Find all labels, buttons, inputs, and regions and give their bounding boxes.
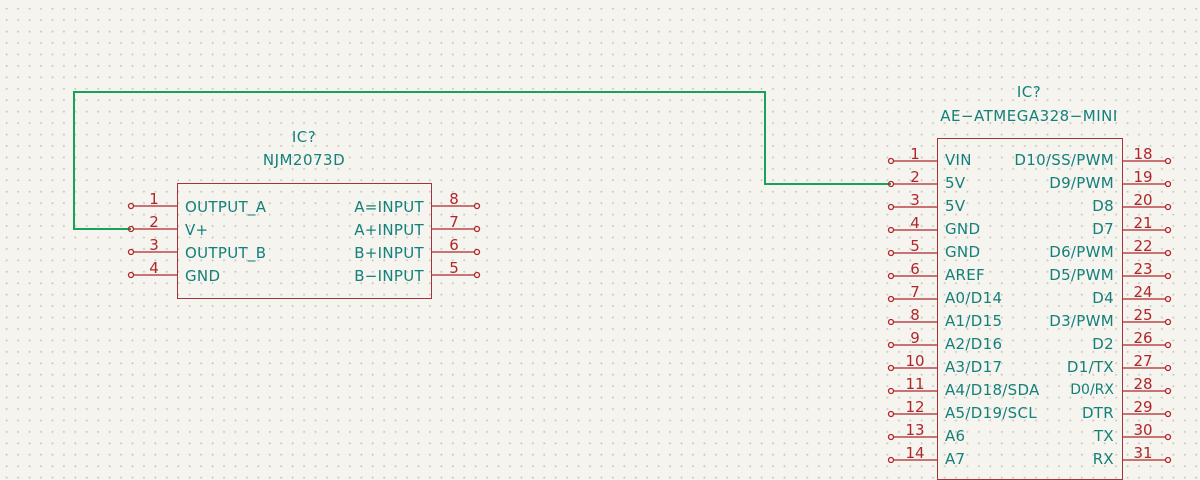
ic2-pin-number: 2 (910, 168, 920, 186)
ic2-pin-name: D5/PWM (1049, 266, 1114, 284)
ic1-right-pin-lines (431, 202, 481, 279)
ic2-pin-number: 4 (910, 214, 920, 232)
ic1-value[interactable]: NJM2073D (262, 151, 346, 169)
ic1-pin-name: A+INPUT (354, 221, 424, 239)
ic2-pin-name: TX (1093, 427, 1114, 445)
ic2-pin-number: 9 (910, 329, 920, 347)
ic2-pin-name: A3/D17 (945, 358, 1003, 376)
ic2-pin-name: GND (945, 243, 981, 261)
ic2-pin-number: 29 (1133, 398, 1153, 416)
ic1-pin-name: A=INPUT (354, 198, 424, 216)
ic2-pin-name: VIN (945, 151, 972, 169)
ic1-pin-number: 5 (449, 259, 459, 277)
ic1-pin-name: B−INPUT (354, 267, 424, 285)
ic2-reference[interactable]: IC? (1016, 83, 1042, 101)
ic1-pin-number: 1 (149, 190, 159, 208)
ic2-pin-name: A4/D18/SDA (945, 381, 1040, 399)
ic2-pin-number: 30 (1133, 421, 1153, 439)
ic2-pin-name: D8 (1092, 197, 1114, 215)
ic1-pin-name: OUTPUT_A (185, 198, 267, 216)
ic1-pin-number: 4 (149, 259, 159, 277)
ic2-pin-name: D6/PWM (1049, 243, 1114, 261)
ic2-pin-number: 8 (910, 306, 920, 324)
ic2-pin-number: 1 (910, 145, 920, 163)
ic1-pin-name: GND (185, 267, 221, 285)
ic2-pin-name: GND (945, 220, 981, 238)
ic1-body[interactable] (177, 183, 432, 299)
ic2-pin-number: 21 (1133, 214, 1153, 232)
ic2-pin-name: A2/D16 (945, 335, 1003, 353)
ic2-pin-number: 23 (1133, 260, 1153, 278)
ic1-pin-number: 6 (449, 236, 459, 254)
ic2-pin-number: 11 (905, 375, 925, 393)
ic2-pin-name: A0/D14 (945, 289, 1003, 307)
ic2-pin-name: A5/D19/SCL (945, 404, 1037, 422)
ic2-pin-number: 7 (910, 283, 920, 301)
ic2-pin-number: 10 (905, 352, 925, 370)
ic2-pin-name: D10/SS/PWM (1014, 151, 1114, 169)
ic2-pin-name: D3/PWM (1049, 312, 1114, 330)
ic2-pin-name: DTR (1081, 404, 1114, 422)
ic2-pin-number: 6 (910, 260, 920, 278)
ic2-pin-name: D0/RX (1070, 382, 1114, 398)
ic2-pin-name: D1/TX (1066, 358, 1114, 376)
wire-vplus-to-5v[interactable] (73, 91, 891, 230)
ic2-pin-number: 31 (1133, 444, 1153, 462)
ic2-pin-number: 12 (905, 398, 925, 416)
ic1-pin-name: B+INPUT (354, 244, 424, 262)
ic2-pin-number: 28 (1133, 375, 1153, 393)
ic1-pin-number: 2 (149, 213, 159, 231)
ic1-reference[interactable]: IC? (291, 128, 317, 146)
ic2-pin-name: A6 (945, 427, 966, 445)
ic1-left-pin-lines (127, 202, 177, 279)
ic2-pin-name: A7 (945, 450, 966, 468)
ic2-right-pin-lines (1122, 157, 1172, 463)
ic2-pin-number: 13 (905, 421, 925, 439)
ic2-pin-name: D9/PWM (1049, 174, 1114, 192)
ic2-pin-name: 5V (945, 174, 966, 192)
ic2-pin-number: 19 (1133, 168, 1153, 186)
ic2-pin-name: AREF (945, 266, 985, 284)
schematic-canvas[interactable] (0, 0, 1200, 463)
ic2-pin-number: 5 (910, 237, 920, 255)
ic1-pin-number: 8 (449, 190, 459, 208)
ic2-pin-name: D7 (1092, 220, 1114, 238)
ic2-pin-number: 24 (1133, 283, 1153, 301)
ic1-pin-number: 7 (449, 213, 459, 231)
ic2-pin-name: D2 (1092, 335, 1114, 353)
ic1-pin-number: 3 (149, 236, 159, 254)
ic2-pin-number: 18 (1133, 145, 1153, 163)
ic2-pin-name: RX (1092, 450, 1114, 468)
ic2-left-pin-lines (887, 157, 937, 463)
ic2-pin-number: 3 (910, 191, 920, 209)
ic2-pin-number: 14 (905, 444, 925, 462)
ic2-value[interactable]: AE−ATMEGA328−MINI (940, 107, 1118, 125)
ic2-pin-number: 26 (1133, 329, 1153, 347)
ic1-pin-name: V+ (185, 221, 209, 239)
ic2-pin-name: A1/D15 (945, 312, 1003, 330)
ic2-pin-number: 25 (1133, 306, 1153, 324)
ic2-pin-name: 5V (945, 197, 966, 215)
ic2-pin-number: 20 (1133, 191, 1153, 209)
ic2-pin-number: 27 (1133, 352, 1153, 370)
ic2-pin-name: D4 (1092, 289, 1114, 307)
ic2-pin-number: 22 (1133, 237, 1153, 255)
ic1-pin-name: OUTPUT_B (185, 244, 267, 262)
